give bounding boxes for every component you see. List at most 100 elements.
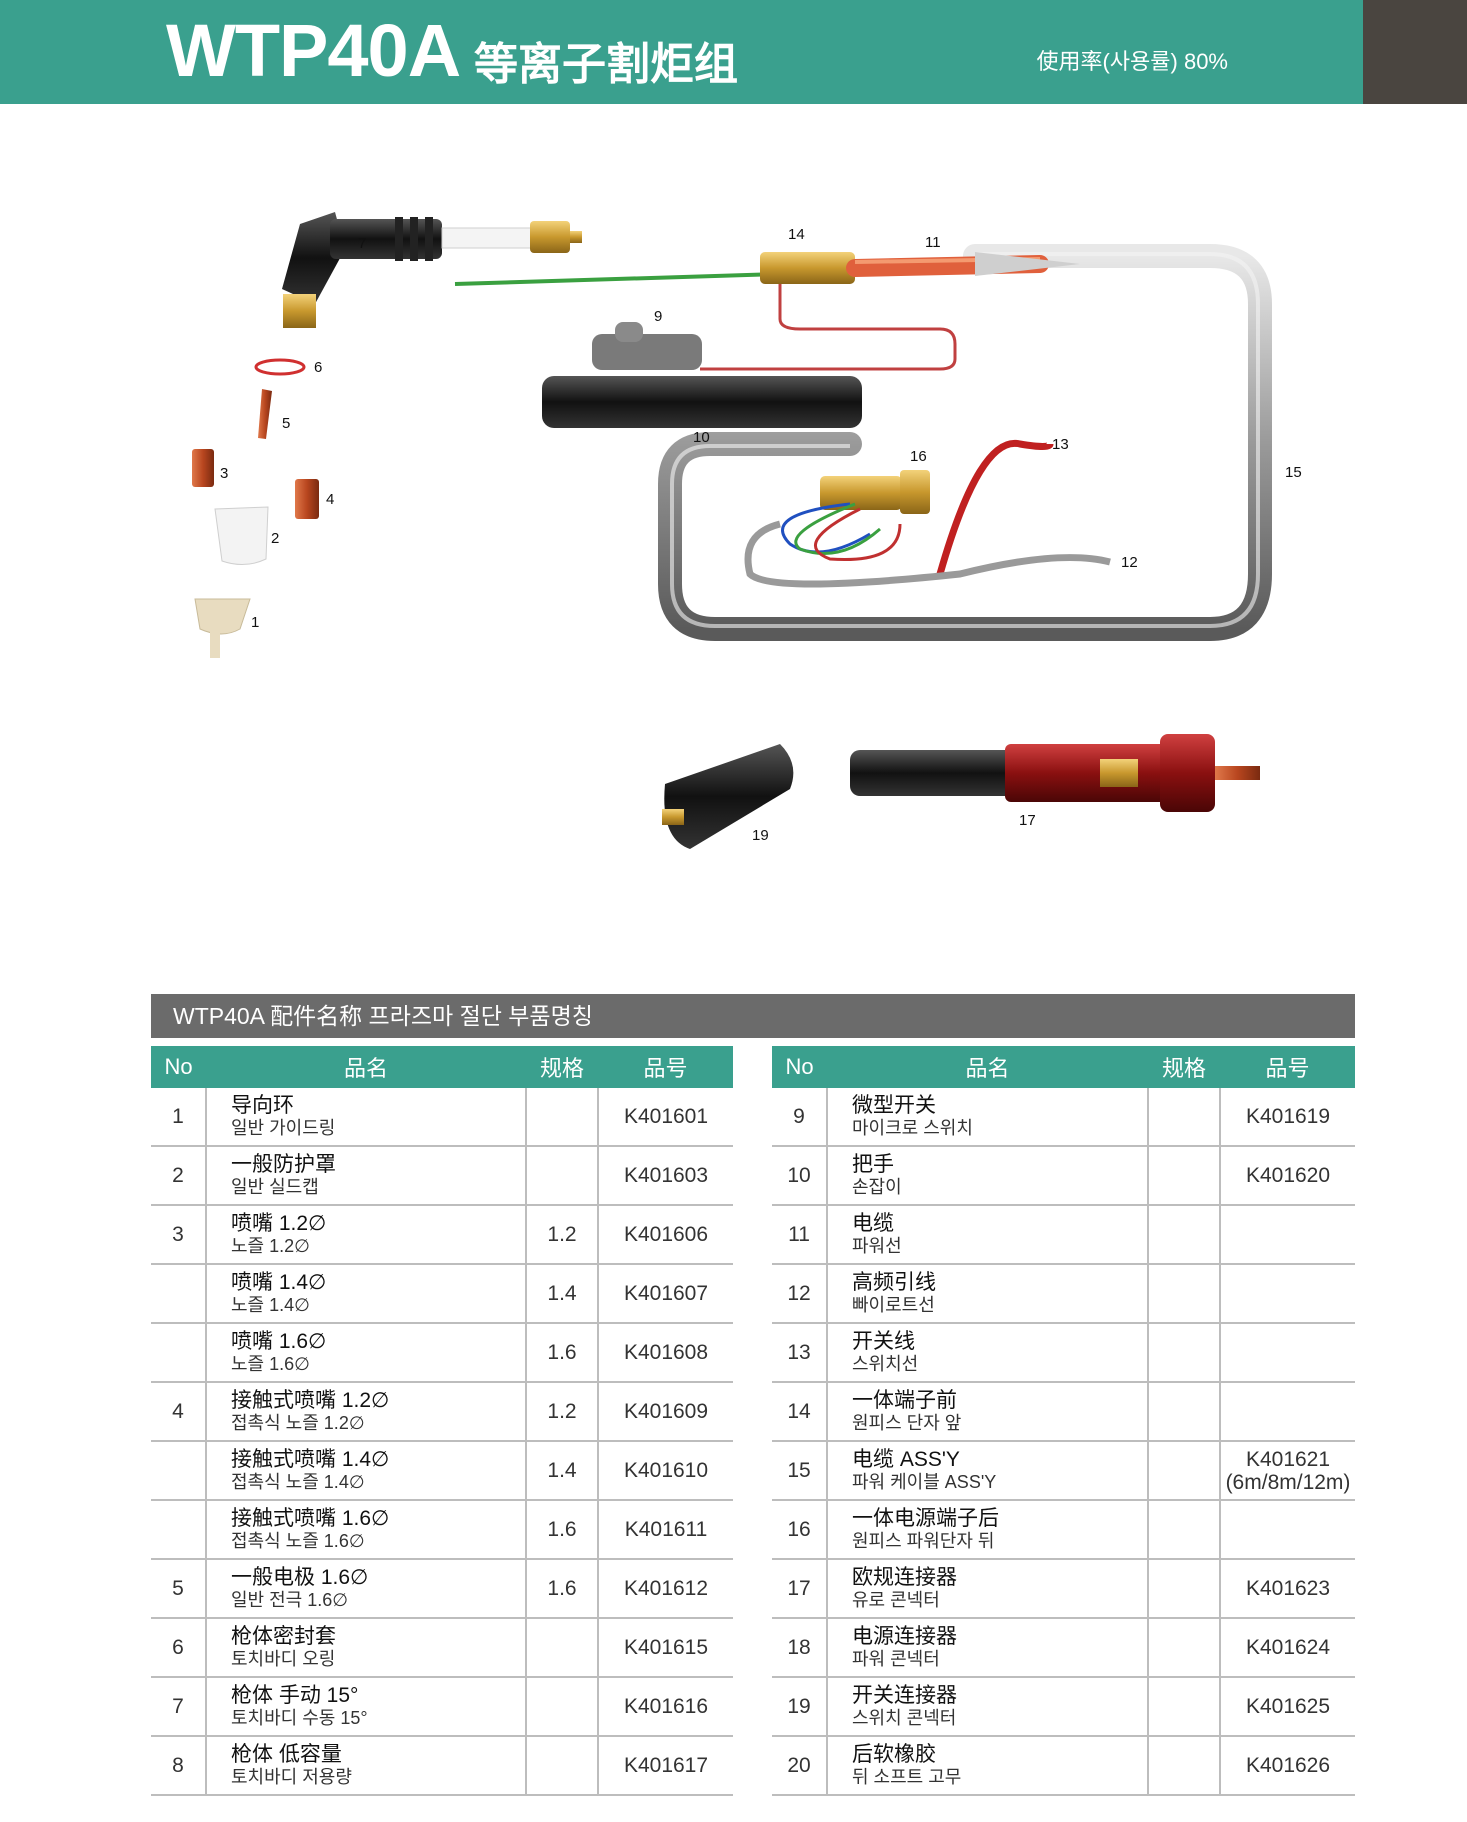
part-name-ko: 스위치선 xyxy=(852,1354,919,1374)
part-no: 14 xyxy=(772,1382,827,1442)
part-name-ko: 일반 전극 1.6∅ xyxy=(231,1590,348,1610)
micro-switch xyxy=(592,322,702,370)
part-spec: 1.6 xyxy=(525,1323,598,1383)
contact-nozzle xyxy=(295,479,319,519)
part-name-cn: 一般电极 1.6∅ xyxy=(231,1566,369,1589)
part-code: K401617 xyxy=(597,1736,733,1796)
part-spec xyxy=(1147,1500,1220,1560)
part-name-ko: 손잡이 xyxy=(852,1177,902,1197)
part-spec xyxy=(1147,1677,1220,1737)
part-code: K401616 xyxy=(597,1677,733,1737)
parts-diagram: 7 6 5 3 4 2 1 9 10 14 11 16 13 15 12 19 … xyxy=(192,212,1302,849)
part-name-cn: 枪体 手动 15° xyxy=(231,1684,359,1707)
part-name-cn: 喷嘴 1.6∅ xyxy=(231,1330,327,1353)
label-4: 4 xyxy=(326,491,334,508)
part-name-cn: 导向环 xyxy=(231,1094,294,1117)
part-spec: 1.2 xyxy=(525,1205,598,1265)
part-no: 20 xyxy=(772,1736,827,1796)
part-code: K401620 xyxy=(1219,1146,1355,1206)
rear-terminal xyxy=(820,476,902,510)
part-spec xyxy=(1147,1264,1220,1324)
torch-body xyxy=(282,212,442,328)
part-code: K401619 xyxy=(1219,1088,1355,1147)
part-no: 1 xyxy=(151,1088,206,1147)
part-no xyxy=(151,1500,206,1560)
label-16: 16 xyxy=(910,448,927,465)
part-name-ko: 원피스 파워단자 뒤 xyxy=(852,1531,995,1551)
part-no: 16 xyxy=(772,1500,827,1560)
part-no: 6 xyxy=(151,1618,206,1678)
part-name-cn: 电源连接器 xyxy=(852,1625,957,1648)
col-spec: 规格 xyxy=(526,1046,598,1088)
part-no: 4 xyxy=(151,1382,206,1442)
part-name-ko: 토치바디 저용량 xyxy=(231,1767,352,1787)
part-name: 接触式喷嘴 1.6∅접촉식 노즐 1.6∅ xyxy=(205,1500,526,1560)
part-name-ko: 접촉식 노즐 1.2∅ xyxy=(231,1413,365,1433)
part-spec xyxy=(1147,1323,1220,1383)
part-no: 8 xyxy=(151,1736,206,1796)
part-spec xyxy=(1147,1088,1220,1147)
part-spec: 1.4 xyxy=(525,1441,598,1501)
part-name-cn: 喷嘴 1.4∅ xyxy=(231,1271,327,1294)
col-code: 品号 xyxy=(598,1046,733,1088)
part-name-ko: 마이크로 스위치 xyxy=(852,1118,973,1138)
handle xyxy=(542,376,862,428)
col-no: No xyxy=(151,1046,206,1088)
part-code: K401625 xyxy=(1219,1677,1355,1737)
part-code: K401608 xyxy=(597,1323,733,1383)
part-name-ko: 접촉식 노즐 1.4∅ xyxy=(231,1472,365,1492)
part-no: 5 xyxy=(151,1559,206,1619)
part-spec xyxy=(1147,1441,1220,1501)
label-13: 13 xyxy=(1052,436,1069,453)
torch-fitting xyxy=(530,221,570,253)
part-no: 7 xyxy=(151,1677,206,1737)
part-name-cn: 枪体密封套 xyxy=(231,1625,336,1648)
label-10: 10 xyxy=(693,429,710,446)
parts-section-title: WTP40A 配件名称 프라즈마 절단 부품명칭 xyxy=(151,994,1355,1038)
part-name-ko: 노즐 1.4∅ xyxy=(231,1295,310,1315)
part-name-cn: 微型开关 xyxy=(852,1094,936,1117)
label-1: 1 xyxy=(251,614,259,631)
part-no: 3 xyxy=(151,1205,206,1265)
part-name-ko: 뒤 소프트 고무 xyxy=(852,1767,962,1787)
part-code: K401606 xyxy=(597,1205,733,1265)
header-bar: WTP40A 等离子割炬组 使用率(사용률) 80% xyxy=(0,0,1363,104)
part-code: K401607 xyxy=(597,1264,733,1324)
part-no: 12 xyxy=(772,1264,827,1324)
part-name-cn: 接触式喷嘴 1.6∅ xyxy=(231,1507,390,1530)
part-name-ko: 일반 실드캡 xyxy=(231,1177,319,1197)
part-spec xyxy=(525,1146,598,1206)
header-corner-block xyxy=(1363,0,1467,104)
part-name-ko: 접촉식 노즐 1.6∅ xyxy=(231,1531,365,1551)
part-name-cn: 开关连接器 xyxy=(852,1684,957,1707)
part-name-ko: 유로 콘넥터 xyxy=(852,1590,940,1610)
switch-wire xyxy=(936,439,1054,575)
front-terminal xyxy=(760,252,855,284)
part-name-cn: 欧规连接器 xyxy=(852,1566,957,1589)
part-spec xyxy=(525,1736,598,1796)
part-code: K401621(6m/8m/12m) xyxy=(1219,1441,1355,1501)
